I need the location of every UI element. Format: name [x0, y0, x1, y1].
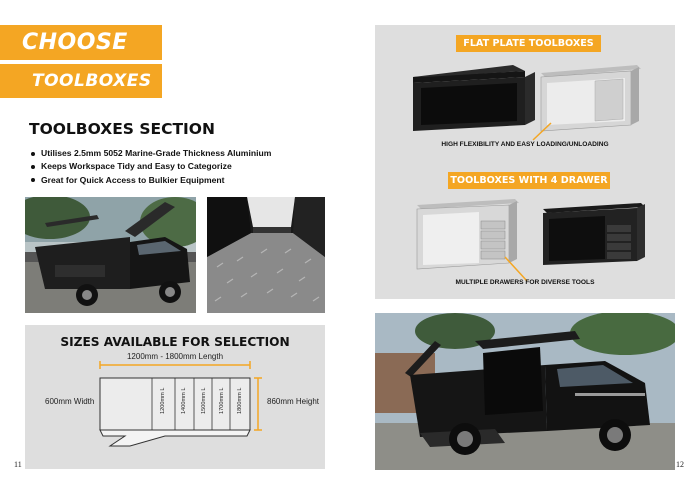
- toolbox-illustrations: [413, 65, 645, 282]
- callout-arrow: [504, 256, 528, 282]
- caption-flat-plate: HIGH FLEXIBILITY AND EASY LOADING/UNLOAD…: [441, 141, 609, 148]
- caption-drawer: MULTIPLE DRAWERS FOR DIVERSE TOOLS: [455, 279, 595, 286]
- toolbox-dimension-diagram: 1200mm - 1800mm Length 1200mm L 1400mm L…: [45, 352, 320, 447]
- silver-drawer-toolbox: [416, 199, 519, 270]
- sizes-title: SIZES AVAILABLE FOR SELECTION: [60, 335, 290, 349]
- feature-item: Great for Quick Access to Bulkier Equipm…: [31, 174, 271, 187]
- feature-item: Utilises 2.5mm 5052 Marine-Grade Thickne…: [31, 147, 271, 160]
- compartment-label: 1200mm L: [160, 388, 166, 414]
- sizes-panel: SIZES AVAILABLE FOR SELECTION 1200mm - 1…: [25, 325, 325, 469]
- ute-canopy-photo: [25, 197, 196, 313]
- feature-list: Utilises 2.5mm 5052 Marine-Grade Thickne…: [31, 147, 271, 187]
- black-drawer-toolbox: [543, 203, 645, 265]
- callout-arrow: [532, 122, 552, 141]
- page-number-right: 12: [676, 460, 684, 469]
- chassis-outline: [99, 429, 251, 447]
- length-label: 1200mm - 1800mm Length: [127, 352, 223, 361]
- height-label: 860mm Height: [267, 397, 320, 406]
- width-label: 600mm Width: [45, 397, 94, 406]
- compartment-label: 1500mm L: [201, 388, 207, 414]
- compartment-label: 1400mm L: [181, 388, 187, 414]
- banner-choose-your: CHOOSE YOUR: [0, 25, 162, 90]
- compartment-label: 1800mm L: [237, 388, 243, 414]
- page-number-left: 11: [14, 460, 22, 469]
- black-flat-plate-toolbox: [413, 65, 535, 131]
- section-title: TOOLBOXES SECTION: [29, 120, 215, 138]
- black-ute-photo: [375, 313, 675, 470]
- heading-drawer: TOOLBOXES WITH 4 DRAWER: [448, 172, 610, 189]
- silver-flat-plate-toolbox: [540, 65, 641, 132]
- feature-item: Keeps Workspace Tidy and Easy to Categor…: [31, 160, 271, 173]
- heading-flat-plate: FLAT PLATE TOOLBOXES: [456, 35, 601, 52]
- compartment-label: 1700mm L: [219, 388, 225, 414]
- banner-toolboxes: TOOLBOXES: [0, 64, 162, 98]
- tray-floor-photo: [207, 197, 325, 313]
- toolbox-types-panel: FLAT PLATE TOOLBOXES: [375, 25, 675, 299]
